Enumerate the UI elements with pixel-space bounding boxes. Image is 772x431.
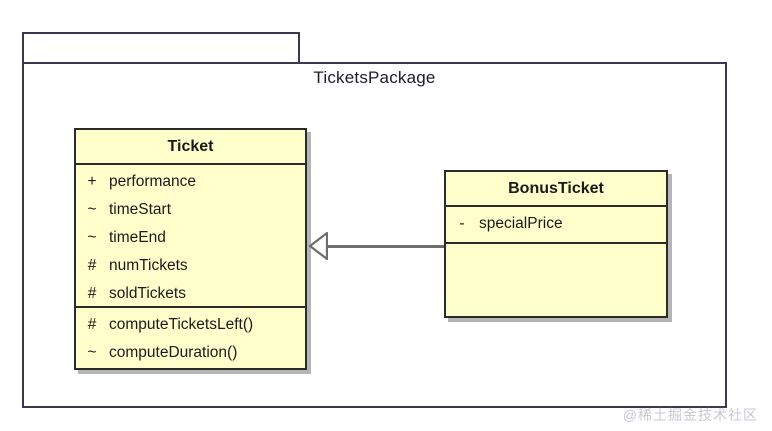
operation-row: ~ computeDuration() [76,339,305,367]
class-box-ticket[interactable]: Ticket + performance ~ timeStart ~ timeE… [74,128,307,370]
attribute-row: # numTickets [76,252,305,280]
operation-name: computeTicketsLeft() [109,316,254,333]
visibility-marker: ~ [87,201,97,218]
attributes-compartment-ticket: + performance ~ timeStart ~ timeEnd # nu… [76,163,305,306]
visibility-marker: ~ [87,344,97,361]
attribute-row: + performance [76,168,305,196]
attribute-row: # soldTickets [76,280,305,308]
package-title: TicketsPackage [313,68,436,87]
visibility-marker: # [87,285,97,302]
operation-row: # computeTicketsLeft() [76,311,305,339]
attribute-row: - specialPrice [446,210,666,238]
class-name-ticket: Ticket [167,137,214,155]
attribute-row: ~ timeStart [76,196,305,224]
visibility-marker: # [87,316,97,333]
attribute-name: timeEnd [109,229,166,246]
attribute-name: soldTickets [109,285,186,302]
class-name-bonusticket: BonusTicket [508,179,604,197]
hollow-triangle-arrow-icon [309,231,328,261]
visibility-marker: + [87,173,97,190]
package-tab [22,32,300,62]
visibility-marker: # [87,257,97,274]
operation-name: computeDuration() [109,344,238,361]
visibility-marker: ~ [87,229,97,246]
attribute-name: specialPrice [479,215,563,232]
attribute-row: ~ timeEnd [76,224,305,252]
attribute-name: timeStart [109,201,172,218]
class-box-bonusticket[interactable]: BonusTicket - specialPrice [444,170,668,318]
attributes-compartment-bonusticket: - specialPrice [446,205,666,242]
operations-compartment-ticket: # computeTicketsLeft() ~ computeDuration… [76,306,305,368]
operations-compartment-bonusticket [446,242,666,316]
watermark-text: @稀土掘金技术社区 [622,407,758,423]
generalization-line [326,245,444,248]
attribute-name: numTickets [109,257,188,274]
attribute-name: performance [109,173,197,190]
visibility-marker: - [459,215,465,232]
